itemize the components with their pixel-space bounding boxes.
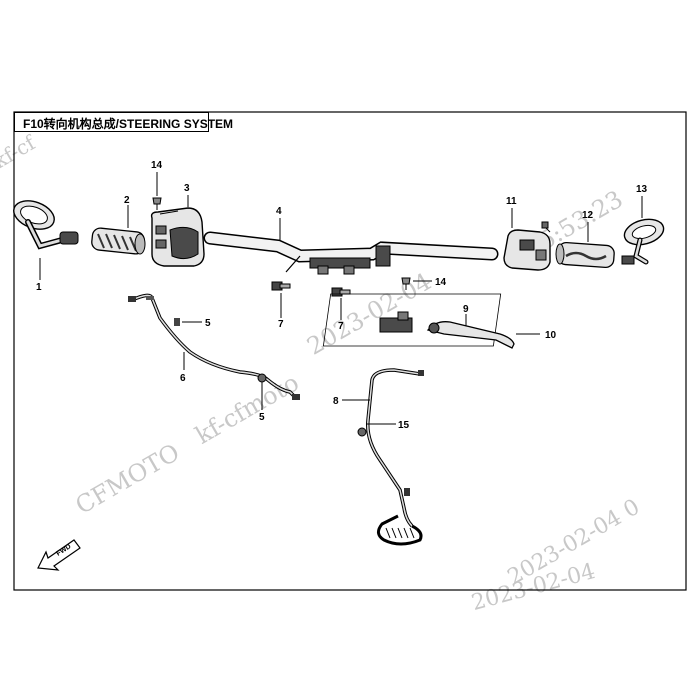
part-9-lever xyxy=(379,311,515,349)
callout-15: 15 xyxy=(398,420,410,431)
callout-11: 11 xyxy=(506,196,517,207)
callout-9: 9 xyxy=(463,304,469,315)
diagram-title: F10转向机构总成/STEERING SYSTEM xyxy=(23,117,234,131)
part-7-bolt-left xyxy=(271,281,291,291)
callout-2: 2 xyxy=(124,195,130,206)
callout-12: 12 xyxy=(582,210,594,221)
part-8-brake-hose xyxy=(357,368,424,546)
part-12-right-grip xyxy=(555,241,615,269)
callout-3: 3 xyxy=(184,183,190,194)
callout-5-upper: 5 xyxy=(205,318,211,329)
part-1-left-mirror xyxy=(13,200,79,250)
callout-1: 1 xyxy=(36,282,42,293)
callout-5-lower: 5 xyxy=(259,412,265,423)
part-14-screw-right xyxy=(401,277,411,290)
callout-8: 8 xyxy=(333,396,339,407)
callout-10: 10 xyxy=(545,330,557,341)
callout-labels: 1 2 3 4 5 5 6 7 7 8 9 10 11 12 13 14 14 … xyxy=(36,160,648,431)
part-3-left-switch xyxy=(150,207,205,267)
callout-6: 6 xyxy=(180,373,186,384)
fwd-arrow-icon: FWD xyxy=(37,539,81,571)
diagram-border xyxy=(13,111,687,591)
part-6-cable xyxy=(128,293,300,400)
callout-4: 4 xyxy=(276,206,282,217)
part-11-right-switch xyxy=(503,221,551,271)
callout-7-right: 7 xyxy=(338,321,344,332)
callout-13: 13 xyxy=(636,184,648,195)
part-2-left-grip xyxy=(91,227,146,255)
diagram-title-box: F10转向机构总成/STEERING SYSTEM xyxy=(14,112,233,132)
part-14-screw-top xyxy=(152,197,162,210)
callout-14-top: 14 xyxy=(151,160,163,171)
part-4-handlebar xyxy=(203,231,499,275)
part-13-right-mirror xyxy=(621,218,665,265)
callout-14-right: 14 xyxy=(435,277,447,288)
part-7-bolt-right xyxy=(331,287,351,297)
part-10-assembly-box xyxy=(322,293,502,347)
callout-7-left: 7 xyxy=(278,319,284,330)
